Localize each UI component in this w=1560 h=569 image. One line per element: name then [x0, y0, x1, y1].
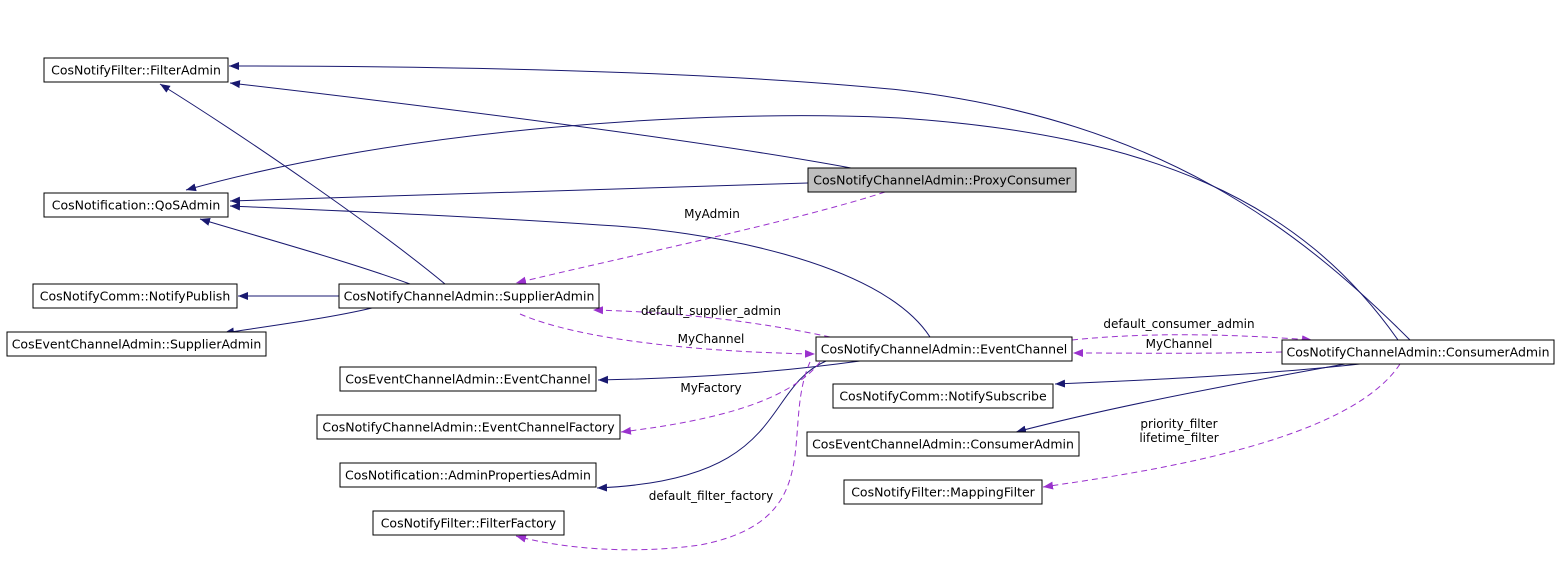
class-node-box[interactable]	[815, 336, 1073, 362]
inheritance-edge-consumeradmin-to-filteradmin	[228, 62, 1411, 341]
class-node-box[interactable]	[339, 462, 597, 488]
class-node-proxyconsumer[interactable]: CosNotifyChannelAdmin::ProxyConsumer	[807, 167, 1077, 193]
class-node-notifypublish[interactable]: CosNotifyComm::NotifyPublish	[32, 283, 238, 309]
class-node-box[interactable]	[806, 431, 1080, 457]
class-node-filteradmin[interactable]: CosNotifyFilter::FilterAdmin	[43, 57, 229, 83]
class-node-filterfactory[interactable]: CosNotifyFilter::FilterFactory	[372, 510, 565, 536]
class-node-box[interactable]	[339, 366, 597, 392]
class-node-supplieradmin[interactable]: CosNotifyChannelAdmin::SupplierAdmin	[338, 283, 600, 309]
nodes-layer: CosNotifyFilter::FilterAdminCosNotificat…	[6, 57, 1555, 536]
class-node-box[interactable]	[6, 331, 267, 357]
class-node-label: CosNotifyComm::NotifyPublish	[40, 289, 231, 304]
edges-layer	[159, 62, 1411, 551]
inheritance-edge-eventchannel-to-adminpropertiesadmin	[596, 360, 827, 492]
class-node-box[interactable]	[43, 57, 229, 83]
class-node-notifysubscribe[interactable]: CosNotifyComm::NotifySubscribe	[832, 383, 1054, 409]
class-node-label: CosNotifyComm::NotifySubscribe	[839, 389, 1047, 404]
class-node-label: CosNotifyChannelAdmin::SupplierAdmin	[344, 289, 595, 304]
class-node-label: CosEventChannelAdmin::SupplierAdmin	[12, 337, 262, 352]
class-node-box[interactable]	[843, 479, 1043, 505]
usage-edge-proxyconsumer-to-supplieradmin	[515, 191, 886, 285]
inheritance-edge-supplieradmin-to-cosevsupplieradmin	[223, 307, 373, 336]
class-node-box[interactable]	[338, 283, 600, 309]
class-node-label: CosNotifyChannelAdmin::EventChannelFacto…	[322, 420, 615, 435]
class-node-consumeradmin[interactable]: CosNotifyChannelAdmin::ConsumerAdmin	[1281, 339, 1555, 365]
class-node-adminpropertiesadmin[interactable]: CosNotification::AdminPropertiesAdmin	[339, 462, 597, 488]
usage-edge-eventchannel-to-supplieradmin	[592, 306, 831, 338]
usage-edge-supplieradmin-to-eventchannel	[519, 313, 816, 358]
inheritance-edge-consumeradmin-to-cosevconsumeradmin	[1015, 363, 1346, 434]
class-node-label: CosNotification::AdminPropertiesAdmin	[345, 468, 591, 483]
class-node-box[interactable]	[807, 167, 1077, 193]
inheritance-edge-proxyconsumer-to-filteradmin	[229, 80, 852, 169]
class-node-label: CosNotifyFilter::MappingFilter	[851, 485, 1035, 500]
inheritance-edge-eventchannel-to-qosadmin	[229, 202, 931, 338]
class-node-eventchannelfactory[interactable]: CosNotifyChannelAdmin::EventChannelFacto…	[316, 414, 621, 440]
edge-label-eventchannel-to-filterfactory: default_filter_factory	[649, 489, 773, 503]
edge-label-supplieradmin-to-eventchannel: MyChannel	[678, 332, 745, 346]
usage-edge-consumeradmin-to-mappingfilter	[1042, 363, 1401, 490]
inheritance-edge-supplieradmin-to-qosadmin	[199, 218, 411, 285]
class-node-coseveventchannel[interactable]: CosEventChannelAdmin::EventChannel	[339, 366, 597, 392]
inheritance-edge-proxyconsumer-to-qosadmin	[229, 182, 809, 205]
class-node-label: CosEventChannelAdmin::ConsumerAdmin	[812, 437, 1074, 452]
class-node-box[interactable]	[372, 510, 565, 536]
edge-label-consumeradmin-to-eventchannel: MyChannel	[1146, 337, 1213, 351]
usage-edge-consumeradmin-to-eventchannel	[1072, 349, 1283, 358]
edge-label-eventchannel-to-eventchannelfactory: MyFactory	[680, 381, 741, 395]
class-node-mappingfilter[interactable]: CosNotifyFilter::MappingFilter	[843, 479, 1043, 505]
edge-label-proxyconsumer-to-supplieradmin: MyAdmin	[684, 207, 740, 221]
class-node-qosadmin[interactable]: CosNotification::QoSAdmin	[43, 192, 229, 218]
class-node-box[interactable]	[32, 283, 238, 309]
inheritance-edge-consumeradmin-to-qosadmin	[185, 115, 1399, 341]
usage-edge-eventchannel-to-filterfactory	[515, 361, 811, 551]
usage-edge-eventchannel-to-eventchannelfactory	[620, 361, 821, 435]
class-node-label: CosNotifyFilter::FilterFactory	[381, 516, 557, 531]
class-node-label: CosEventChannelAdmin::EventChannel	[345, 372, 590, 387]
class-node-label: CosNotifyChannelAdmin::ConsumerAdmin	[1287, 345, 1550, 360]
inheritance-edge-consumeradmin-to-notifysubscribe	[1054, 363, 1361, 388]
edge-label-eventchannel-to-supplieradmin: default_supplier_admin	[641, 304, 781, 318]
class-node-label: CosNotifyChannelAdmin::EventChannel	[821, 342, 1068, 357]
class-node-box[interactable]	[43, 192, 229, 218]
class-node-cosevconsumeradmin[interactable]: CosEventChannelAdmin::ConsumerAdmin	[806, 431, 1080, 457]
class-node-label: CosNotification::QoSAdmin	[52, 198, 221, 213]
class-node-box[interactable]	[316, 414, 621, 440]
class-node-eventchannel[interactable]: CosNotifyChannelAdmin::EventChannel	[815, 336, 1073, 362]
inheritance-edge-eventchannel-to-coseveventchannel	[597, 360, 861, 384]
class-node-cosevsupplieradmin[interactable]: CosEventChannelAdmin::SupplierAdmin	[6, 331, 267, 357]
class-node-label: CosNotifyFilter::FilterAdmin	[51, 63, 221, 78]
inheritance-edge-supplieradmin-to-filteradmin	[159, 83, 446, 285]
edge-label-eventchannel-to-consumeradmin: default_consumer_admin	[1103, 317, 1254, 331]
class-node-box[interactable]	[1281, 339, 1555, 365]
class-node-box[interactable]	[832, 383, 1054, 409]
class-node-label: CosNotifyChannelAdmin::ProxyConsumer	[813, 173, 1071, 188]
